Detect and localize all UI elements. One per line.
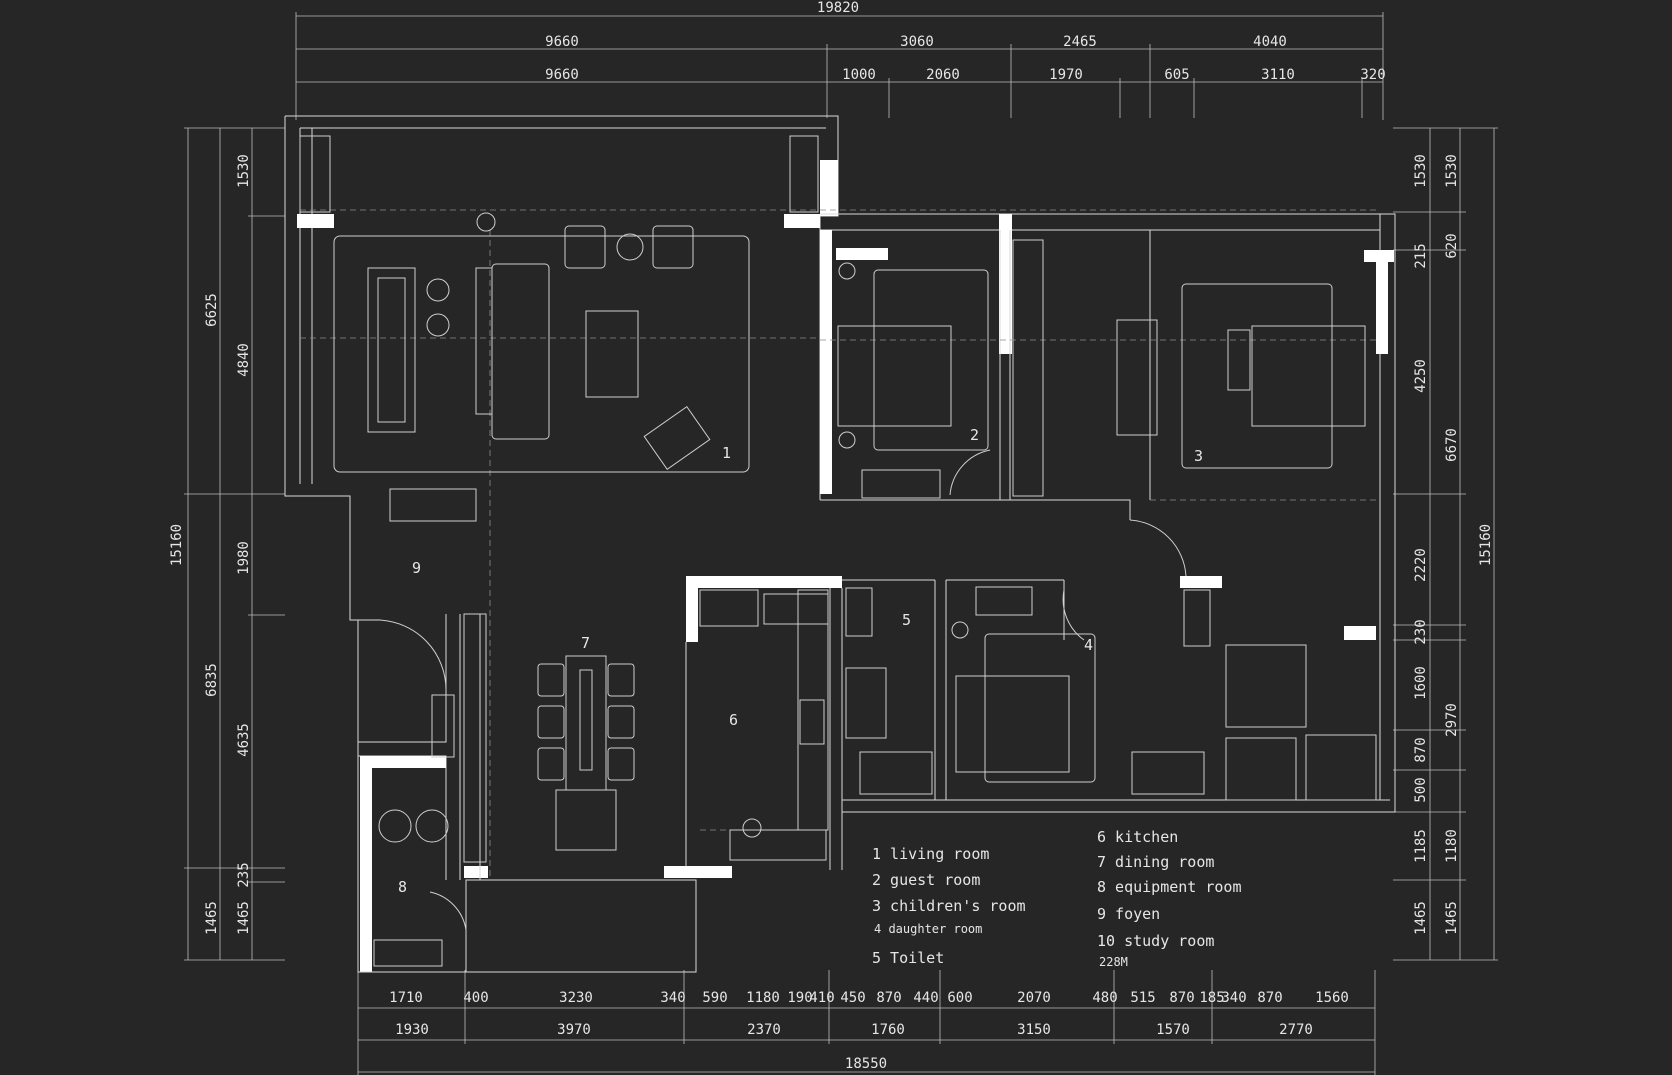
dim-right-inner: 215 <box>1413 243 1429 268</box>
dim-left-inner: 1530 <box>236 154 252 188</box>
room-number-5: 5 <box>902 611 911 629</box>
dim-right-middle: 1180 <box>1444 829 1460 863</box>
dim-bottom-total: 18550 <box>845 1056 887 1072</box>
dim-top-total: 19820 <box>817 0 859 16</box>
dashed-guides <box>300 209 1380 880</box>
legend-item: 2 guest room <box>872 871 980 889</box>
dim-left-inner: 1980 <box>236 541 252 575</box>
dim-bottom-r1: 1710 <box>389 990 423 1006</box>
legend-item: 9 foyen <box>1097 905 1160 923</box>
dim-top-r2: 1970 <box>1049 67 1083 83</box>
dim-right-middle: 2970 <box>1444 703 1460 737</box>
dim-top-r2: 2060 <box>926 67 960 83</box>
room-number-4: 4 <box>1084 636 1093 654</box>
dim-right-middle: 6670 <box>1444 428 1460 462</box>
legend-item: 3 children's room <box>872 897 1026 915</box>
dim-bottom-r1: 410 <box>809 990 834 1006</box>
dim-right-inner: 500 <box>1413 777 1429 802</box>
dim-bottom-r1: 2070 <box>1017 990 1051 1006</box>
room-numbers: 1 2 3 4 5 6 7 8 9 <box>398 426 1203 896</box>
bottom-dimensions: 1710 400 3230 340 590 1180 190 410 450 8… <box>357 970 1376 1075</box>
dim-bottom-r1: 3230 <box>559 990 593 1006</box>
dim-right-inner: 230 <box>1413 619 1429 644</box>
room-number-9: 9 <box>412 559 421 577</box>
dim-top-r2: 320 <box>1360 67 1385 83</box>
dim-bottom-r1: 1560 <box>1315 990 1349 1006</box>
dim-bottom-r1: 590 <box>702 990 727 1006</box>
dim-right-middle: 1465 <box>1444 901 1460 935</box>
dim-bottom-r1: 440 <box>913 990 938 1006</box>
dim-bottom-r2: 2770 <box>1279 1022 1313 1038</box>
dim-bottom-r2: 1570 <box>1156 1022 1190 1038</box>
left-dimensions: 6625 15160 6835 1465 1530 4840 1980 4635… <box>169 127 285 961</box>
dim-bottom-r1: 480 <box>1092 990 1117 1006</box>
dim-left-outer: 15160 <box>169 524 185 566</box>
room-number-8: 8 <box>398 878 407 896</box>
dim-right-inner: 1185 <box>1413 829 1429 863</box>
dim-right-inner: 870 <box>1413 737 1429 762</box>
dim-bottom-r1: 190 <box>787 990 812 1006</box>
dim-right-inner: 4250 <box>1413 359 1429 393</box>
dim-right-inner: 1600 <box>1413 666 1429 700</box>
dim-right-inner: 1465 <box>1413 901 1429 935</box>
dim-right-inner: 1530 <box>1413 154 1429 188</box>
dim-bottom-r2: 3970 <box>557 1022 591 1038</box>
dim-top-r2: 9660 <box>545 67 579 83</box>
dim-top-r1: 2465 <box>1063 34 1097 50</box>
dim-top-r2: 3110 <box>1261 67 1295 83</box>
top-dimensions: 19820 9660 3060 2465 4040 9660 1000 2060… <box>295 0 1386 120</box>
dim-left-inner: 4635 <box>236 723 252 757</box>
dim-left-inner: 235 <box>236 862 252 887</box>
dim-bottom-r1: 600 <box>947 990 972 1006</box>
dim-left-outer: 6835 <box>204 663 220 697</box>
area-label: 228M <box>1099 955 1128 969</box>
dim-top-r1: 3060 <box>900 34 934 50</box>
legend-item: 7 dining room <box>1097 853 1214 871</box>
furniture <box>299 135 1377 967</box>
dim-right-outer: 15160 <box>1478 524 1494 566</box>
dim-bottom-r2: 3150 <box>1017 1022 1051 1038</box>
dim-bottom-r1: 870 <box>876 990 901 1006</box>
room-number-1: 1 <box>722 444 731 462</box>
dim-top-r2: 605 <box>1164 67 1189 83</box>
dim-top-r1: 9660 <box>545 34 579 50</box>
dim-bottom-r1: 870 <box>1257 990 1282 1006</box>
dim-bottom-r1: 340 <box>1221 990 1246 1006</box>
dim-right-middle: 620 <box>1444 233 1460 258</box>
dim-bottom-r2: 2370 <box>747 1022 781 1038</box>
dim-bottom-r1: 870 <box>1169 990 1194 1006</box>
door-swings <box>379 449 1187 931</box>
dim-left-outer: 1465 <box>204 901 220 935</box>
dim-top-r1: 4040 <box>1253 34 1287 50</box>
dim-bottom-r1: 1180 <box>746 990 780 1006</box>
dim-left-outer: 6625 <box>204 293 220 327</box>
legend-item: 4 daughter room <box>874 922 982 936</box>
dim-top-r2: 1000 <box>842 67 876 83</box>
dim-bottom-r1: 450 <box>840 990 865 1006</box>
dim-bottom-r1: 515 <box>1130 990 1155 1006</box>
dim-left-inner: 4840 <box>236 343 252 377</box>
walls <box>284 115 1396 973</box>
room-number-7: 7 <box>581 634 590 652</box>
dim-bottom-r2: 1930 <box>395 1022 429 1038</box>
legend-item: 6 kitchen <box>1097 828 1178 846</box>
legend-item: 1 living room <box>872 845 989 863</box>
room-number-6: 6 <box>729 711 738 729</box>
dim-bottom-r1: 340 <box>660 990 685 1006</box>
dim-right-middle: 1530 <box>1444 154 1460 188</box>
legend-item: 8 equipment room <box>1097 878 1242 896</box>
room-number-3: 3 <box>1194 447 1203 465</box>
room-number-2: 2 <box>970 426 979 444</box>
right-dimensions: 1530 215 4250 2220 230 1600 870 500 1185… <box>1393 127 1498 961</box>
dim-bottom-r1: 185 <box>1199 990 1224 1006</box>
dim-left-inner: 1465 <box>236 901 252 935</box>
legend-item: 5 Toilet <box>872 949 944 967</box>
dim-bottom-r2: 1760 <box>871 1022 905 1038</box>
dim-bottom-r1: 400 <box>463 990 488 1006</box>
legend-item: 10 study room <box>1097 932 1214 950</box>
dim-right-inner: 2220 <box>1413 548 1429 582</box>
room-legend: 1 living room 2 guest room 3 children's … <box>872 828 1242 969</box>
